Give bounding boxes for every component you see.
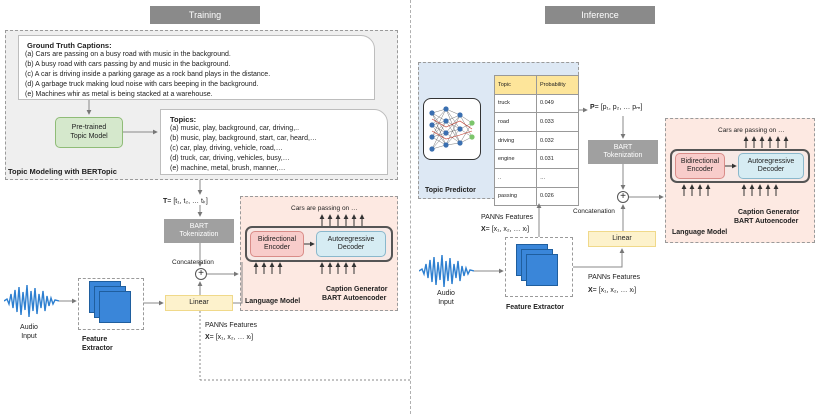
caption-a: (a) Cars are passing on a busy road with… [25, 51, 231, 58]
panns-features-label-infer-bottom: PANNs Features [588, 274, 640, 281]
audio-input-label-train: Audio Input [20, 324, 38, 340]
caption-c: (c) A car is driving inside a parking ga… [25, 71, 271, 78]
topic-b: (b) music, play, background, start, car,… [170, 135, 317, 142]
p-formula: P= [p₁, p₂, … pₘ] [590, 104, 643, 111]
table-row: ..… [494, 167, 579, 188]
concat-plus-infer: + [617, 191, 629, 203]
training-banner: Training [150, 6, 260, 24]
ground-truth-captions-doc: Ground Truth Captions: (a) Cars are pass… [18, 35, 375, 100]
topic-c: (c) car, play, driving, vehicle, road,… [170, 145, 283, 152]
feature-extractor-box-infer [505, 237, 573, 297]
output-text-infer: Cars are passing on … [718, 127, 785, 134]
section-divider [410, 0, 411, 414]
neural-network-icon-box [423, 98, 481, 160]
topic-modeling-label: Topic Modeling with BERTopic [8, 167, 117, 176]
language-model-label-infer: Language Model [672, 229, 728, 236]
caption-generator-label-train: Caption Generator [326, 286, 388, 293]
feature-extractor-label-infer: Feature Extractor [506, 304, 564, 311]
audio-input-label-infer: Audio Input [437, 290, 455, 306]
inference-banner: Inference [545, 6, 655, 24]
x-formula-infer-top: X= [x₁, x₂, … xₗ] [481, 226, 530, 233]
x-formula-infer-bottom: X= [x₁, x₂, … xₗ] [588, 287, 637, 294]
caption-e: (e) Machines whir as metal is being stac… [25, 91, 213, 98]
neural-network-icon [429, 106, 475, 152]
linear-infer: Linear [588, 231, 656, 247]
feature-extractor-label-train: Feature Extractor [82, 336, 113, 352]
bart-autoencoder-label-train: BART Autoencoder [322, 295, 387, 302]
x-formula-train: X= [x₁, x₂, … xₗ] [205, 334, 254, 341]
bart-autoencoder-label-infer: BART Autoencoder [734, 218, 799, 225]
topic-predictor-label: Topic Predictor [425, 187, 476, 194]
pretrained-topic-model: Pre-trained Topic Model [55, 117, 123, 148]
caption-d: (d) A garbage truck making loud noise wi… [25, 81, 259, 88]
feature-extractor-box-train [78, 278, 144, 330]
bart-tokenization-train: BART Tokenization [164, 219, 234, 243]
topics-title: Topics: [170, 115, 197, 124]
panns-features-label-train: PANNs Features [205, 322, 257, 329]
bidirectional-encoder-train: Bidirectional Encoder [250, 231, 304, 257]
panns-features-label-infer-top: PANNs Features [481, 214, 533, 221]
linear-train: Linear [165, 295, 233, 311]
language-model-label-train: Language Model [245, 298, 301, 305]
topic-a: (a) music, play, background, car, drivin… [170, 125, 300, 132]
topic-e: (e) machine, metal, brush, manner,… [170, 165, 286, 172]
bidirectional-encoder-infer: Bidirectional Encoder [675, 153, 725, 179]
concatenation-label-infer: Concatenation [573, 208, 615, 215]
autoregressive-decoder-infer: Autoregressive Decoder [738, 153, 804, 179]
topic-d: (d) truck, car, driving, vehicles, busy,… [170, 155, 290, 162]
bart-tokenization-infer: BART Tokenization [588, 140, 658, 164]
concatenation-label-train: Concatenation [172, 259, 214, 266]
output-text-train: Cars are passing on … [291, 205, 358, 212]
caption-generator-label-infer: Caption Generator [738, 209, 800, 216]
autoregressive-decoder-train: Autoregressive Decoder [316, 231, 386, 257]
table-header-row: Topic Probability [494, 75, 579, 95]
feature-block-train-3 [99, 291, 131, 323]
audio-waveform-infer [419, 254, 474, 288]
caption-b: (b) A busy road with cars passing by and… [25, 61, 231, 68]
ground-truth-title: Ground Truth Captions: [27, 41, 112, 50]
concat-plus-train: + [195, 268, 207, 280]
audio-waveform-train [4, 284, 59, 318]
feature-block-infer-3 [526, 254, 558, 286]
topics-doc: Topics: (a) music, play, background, car… [160, 109, 388, 175]
table-header-topic: Topic [494, 75, 537, 95]
t-formula: T= [t₁, t₂, … tₖ] [163, 198, 208, 205]
